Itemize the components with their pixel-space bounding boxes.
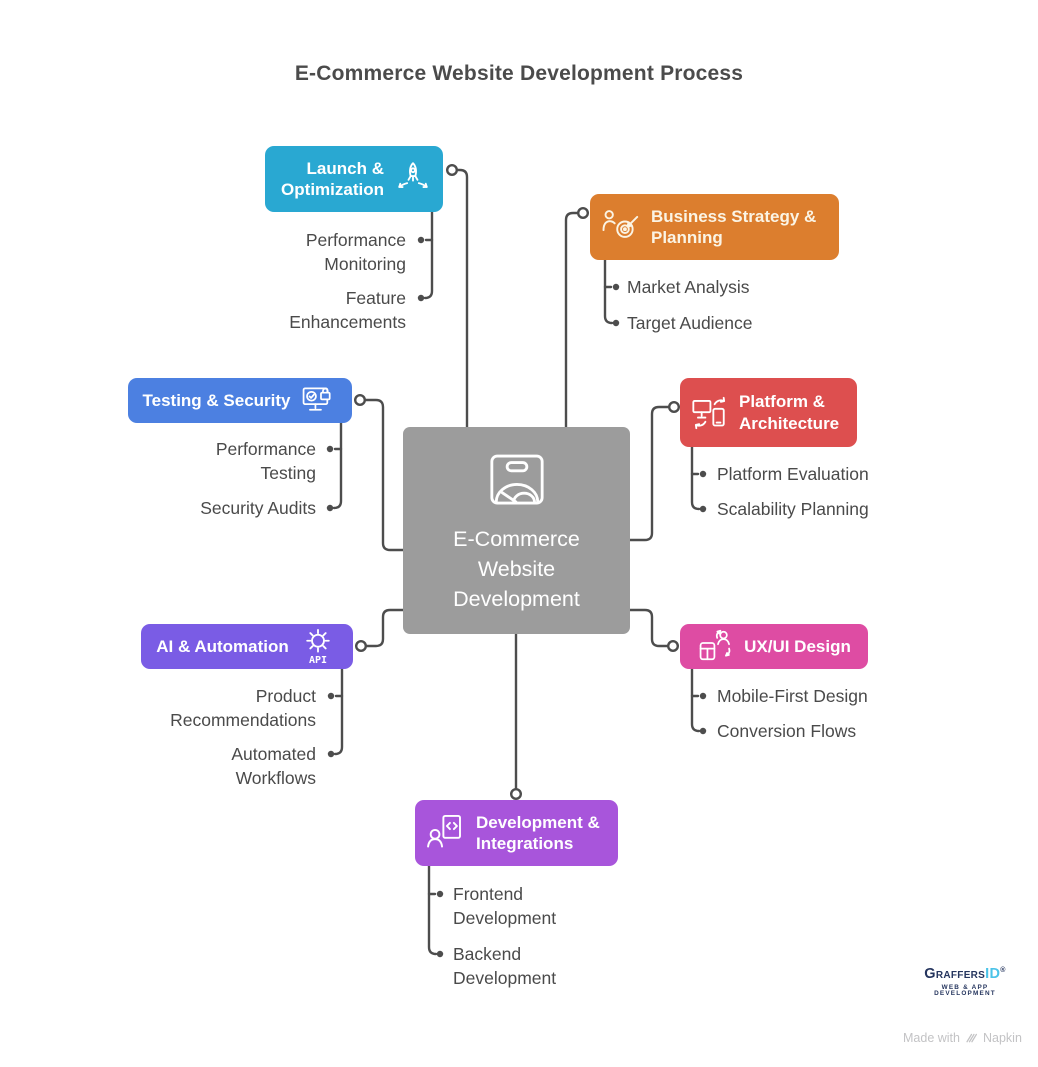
sub-item-label: Security Audits (200, 498, 316, 518)
node-label: Platform & Architecture (739, 392, 840, 433)
shopping-bag-icon (489, 454, 544, 505)
node-platform-architecture: Platform & Architecture (680, 378, 857, 447)
node-label: Development & Integrations (476, 812, 600, 853)
sub-item-label: Performance Testing (215, 439, 316, 483)
sub-item-label: Frontend Development (453, 884, 557, 928)
made-with-napkin: Made with Napkin (903, 1031, 1022, 1045)
sub-item-label: Feature Enhancements (289, 288, 406, 332)
node-label: Testing & Security (142, 390, 291, 410)
secure-testing-icon (302, 386, 331, 411)
brand-primary: Graffers (924, 966, 986, 982)
registered-mark: ® (1000, 967, 1006, 974)
brand-secondary: ID (985, 966, 1001, 982)
sub-item-label: Automated Workflows (231, 744, 316, 788)
sub-item-label: Conversion Flows (717, 721, 857, 741)
sub-item-label: Performance Monitoring (305, 230, 406, 274)
sub-item-label: Backend Development (453, 944, 557, 988)
napkin-text: Napkin (982, 1031, 1022, 1045)
sub-item-label: Mobile-First Design (717, 686, 868, 706)
sub-item-label: Platform Evaluation (717, 464, 869, 484)
api-icon-text: API (309, 654, 327, 665)
center-node: E-Commerce Website Development (403, 427, 630, 634)
sub-item-label: Scalability Planning (717, 499, 869, 519)
target-strategy-icon (602, 210, 639, 238)
node-testing-security: Testing & Security (128, 378, 352, 423)
node-launch-optimization: Launch & Optimization (265, 146, 443, 212)
sub-item-label: Product Recommendations (170, 686, 316, 730)
napkin-icon (966, 1033, 978, 1042)
rocket-launch-icon (398, 162, 428, 188)
brand-tagline: WEB & APP DEVELOPMENT (934, 983, 996, 997)
node-business-strategy: Business Strategy & Planning (590, 194, 839, 260)
node-label: Business Strategy & Planning (651, 206, 817, 247)
node-development-integrations: Development & Integrations (415, 800, 618, 866)
sub-item-label: Market Analysis (627, 277, 750, 297)
node-label: AI & Automation (156, 636, 289, 656)
devices-architecture-icon (692, 396, 726, 429)
node-ux-ui-design: UX/UI Design (680, 624, 868, 669)
made-with-text: Made with (903, 1031, 960, 1045)
sub-item-label: Target Audience (627, 313, 753, 333)
page-title: E-Commerce Website Development Process (294, 62, 744, 85)
api-gear-icon: API (306, 628, 330, 665)
center-node-label: E-Commerce Website Development (453, 527, 580, 611)
graffersid-logo: GraffersID® WEB & APP DEVELOPMENT (913, 967, 1017, 997)
node-label: Launch & Optimization (281, 158, 384, 199)
ux-design-icon (699, 629, 731, 660)
developer-code-icon (427, 814, 461, 848)
node-label: UX/UI Design (744, 636, 851, 656)
node-ai-automation: AI & Automation API (141, 624, 353, 669)
